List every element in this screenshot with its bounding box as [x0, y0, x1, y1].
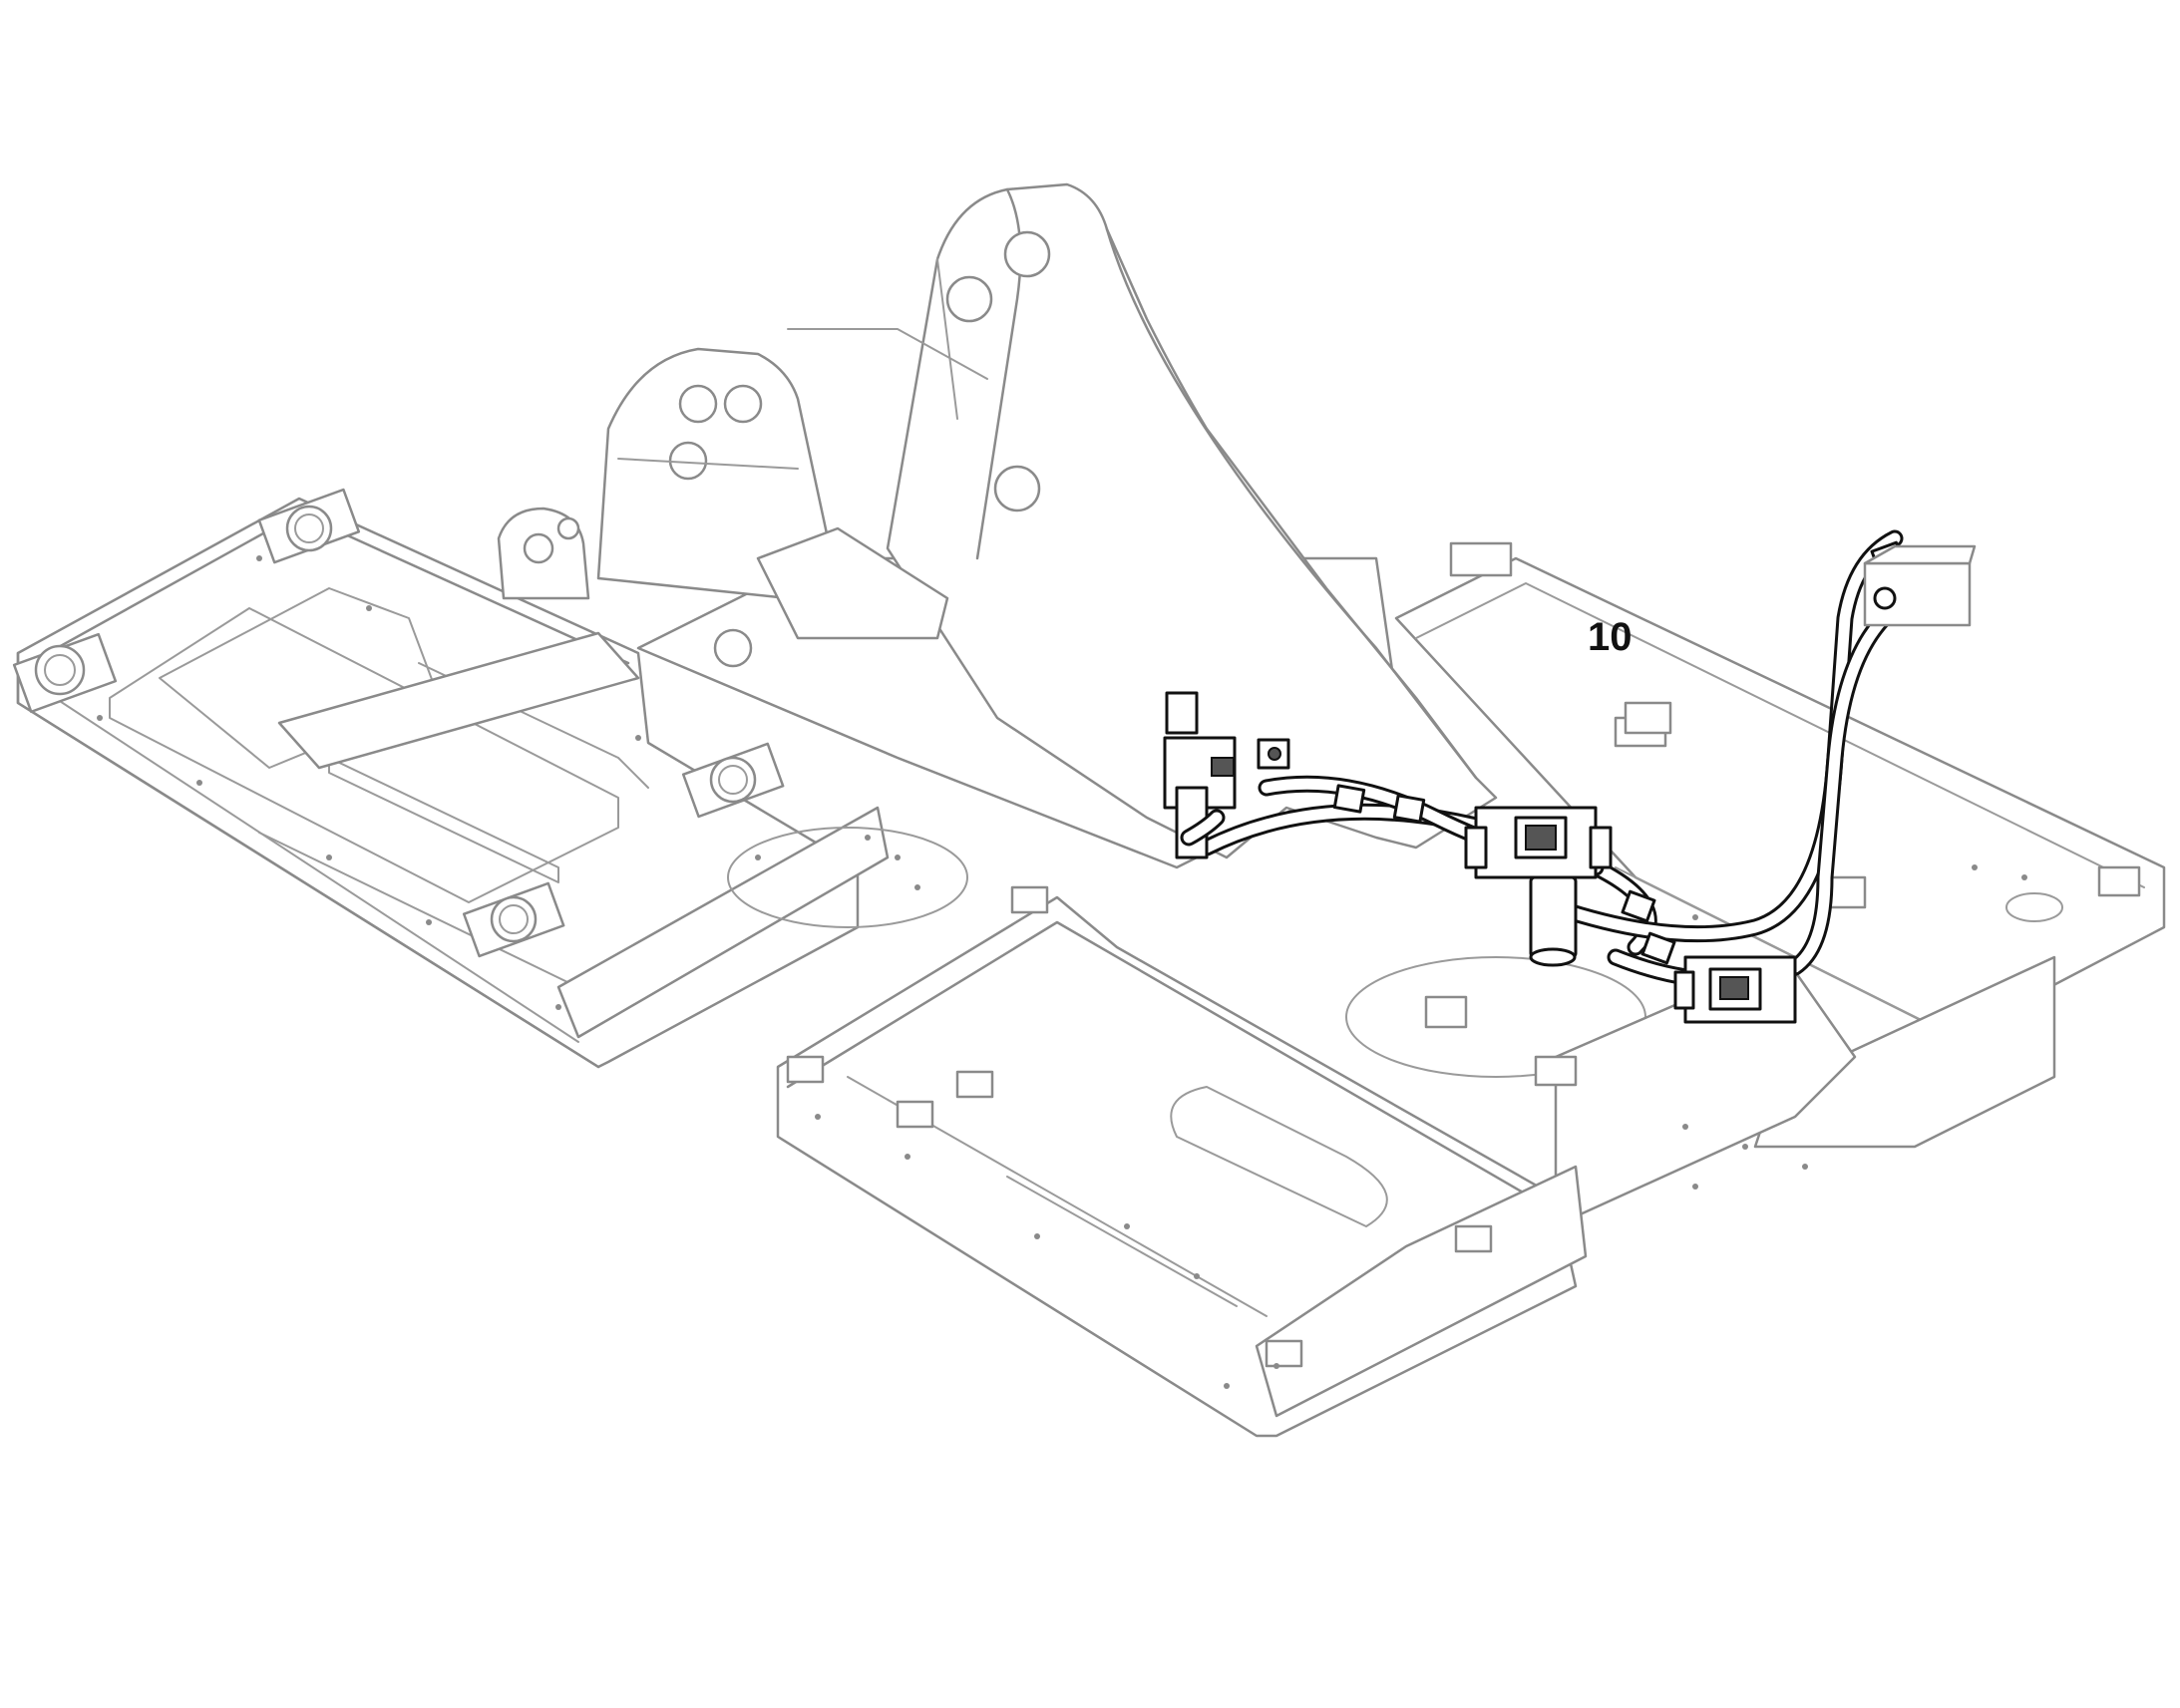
right-frame — [1394, 541, 2166, 1218]
lower-manifold — [1673, 955, 1797, 1024]
left-track-frame — [12, 488, 890, 1069]
top-connector-block — [1863, 544, 1977, 627]
front-track-frame — [776, 885, 1588, 1438]
control-valve — [1163, 691, 1290, 859]
callout-10-label: 10 — [1588, 615, 1633, 659]
boom-arm — [497, 182, 1498, 859]
center-manifold — [1464, 806, 1613, 967]
hose-assembly — [1163, 529, 1977, 1024]
